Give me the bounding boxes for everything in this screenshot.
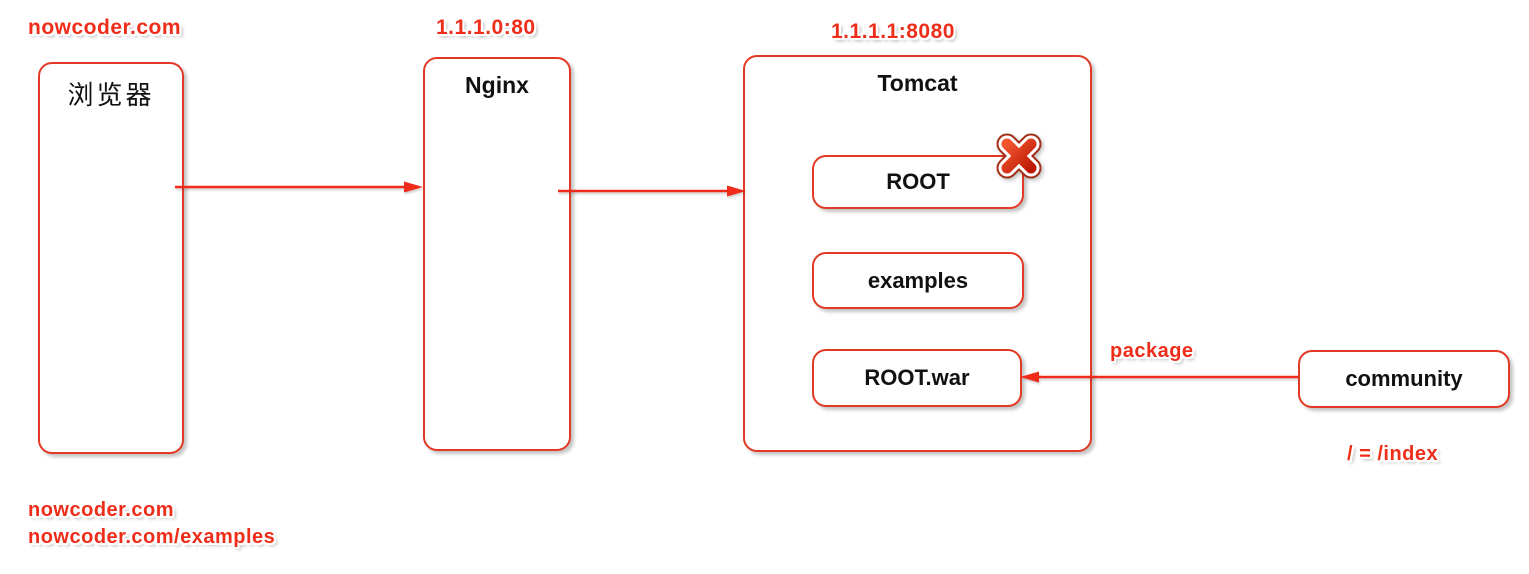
x-mark-icon (996, 133, 1042, 179)
node-browser: 浏览器 (38, 62, 184, 454)
annotation-nginx-address: 1.1.1.0:80 (436, 16, 536, 39)
node-root-war: ROOT.war (812, 349, 1022, 407)
nginx-node-label: Nginx (465, 72, 529, 98)
annotation-package: package (1110, 340, 1194, 362)
root-node-label: ROOT (886, 169, 950, 194)
root-war-node-label: ROOT.war (864, 365, 970, 390)
annotation-index-note: / = /index (1347, 443, 1439, 465)
node-nginx: Nginx (423, 57, 571, 451)
annotation-browser-url: nowcoder.com (28, 16, 182, 39)
examples-node-label: examples (867, 267, 969, 293)
arrow-nginx-to-tomcat (558, 185, 746, 197)
tomcat-node-label: Tomcat (877, 70, 958, 96)
annotation-bottom-url-1: nowcoder.com (28, 499, 175, 521)
arrow-browser-to-nginx (175, 181, 423, 193)
annotation-bottom-url-2: nowcoder.com/examples (28, 526, 276, 548)
node-community: community (1298, 350, 1510, 408)
community-node-label: community (1345, 366, 1463, 391)
annotation-tomcat-address: 1.1.1.1:8080 (831, 20, 955, 43)
arrow-community-to-root-war (1020, 371, 1298, 383)
node-root: ROOT (812, 155, 1024, 209)
node-examples: examples (812, 252, 1024, 309)
browser-node-label: 浏览器 (67, 81, 155, 110)
